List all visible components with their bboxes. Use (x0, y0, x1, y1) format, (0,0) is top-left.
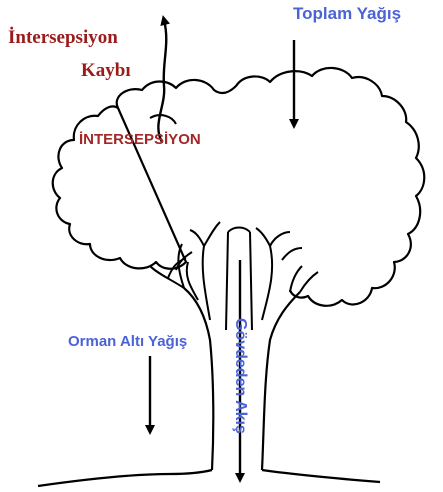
total-rainfall-label: Toplam Yağış (293, 4, 402, 23)
interception-loss-label-line2: Kaybı (81, 60, 131, 81)
canopy-inner-edge (149, 114, 177, 125)
stem-center-left (225, 231, 229, 331)
branch-right-1 (255, 227, 291, 321)
interception-loss-arrow (157, 15, 171, 143)
trunk-right (260, 291, 301, 471)
stem-center-right (249, 231, 253, 331)
stemflow-label: Gövdeden Akış (232, 318, 249, 434)
throughfall-label: Orman Altı Yağış (68, 333, 188, 350)
interception-label: İNTERSEPSİYON (79, 131, 201, 148)
trunk-left (183, 287, 215, 471)
interception-loss-label-line1: İntersepsiyon (8, 27, 118, 48)
canopy-outline (51, 66, 426, 307)
branch-left-2 (185, 221, 221, 321)
branch-left-twig (167, 251, 193, 279)
ground-line (37, 468, 381, 488)
stem-top (227, 226, 251, 233)
branch-right-2 (289, 265, 319, 293)
branch-right-twig (281, 247, 303, 261)
